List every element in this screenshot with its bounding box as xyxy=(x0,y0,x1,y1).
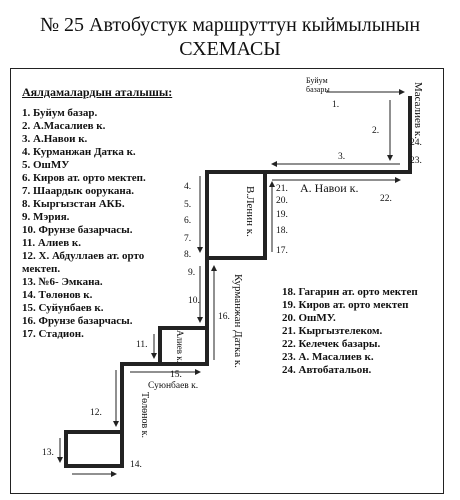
legend-item: 8. Кыргызстан АКБ. xyxy=(22,198,125,210)
legend-item: 15. Суйунбаев к. xyxy=(22,302,104,314)
street-navoi: А. Навои к. xyxy=(300,181,359,195)
legend-item: мектеп. xyxy=(22,263,61,275)
legend-item: 22. Келечек базары. xyxy=(282,338,381,350)
legend-item: 4. Курманжан Датка к. xyxy=(22,146,136,158)
stop-label: 12. xyxy=(90,408,102,418)
stop-label: 20. xyxy=(276,196,288,206)
stop-label: 23. xyxy=(410,156,422,166)
street-aliev: Алиев к. xyxy=(175,330,185,363)
stop-label: 17. xyxy=(276,246,288,256)
legend-item: 7. Шаардык ооруканa. xyxy=(22,185,135,197)
street-suyunbaev: Суюнбаев к. xyxy=(148,381,199,391)
stop-label: 21. xyxy=(276,184,288,194)
legend-item: 21. Кыргызтелеком. xyxy=(282,325,383,337)
stop-label: 2. xyxy=(372,126,380,136)
route-line-south xyxy=(64,362,160,468)
legend-item: 23. А. Масалиев к. xyxy=(282,351,374,363)
legend-item: 14. Төлөнов к. xyxy=(22,289,93,301)
label-market: Буйум базары xyxy=(306,76,330,94)
diagram-title-line1: № 25 Автобустук маршруттун кыймылынын xyxy=(39,14,421,36)
legend-item: 3. А.Навои к. xyxy=(22,133,88,145)
diagram-frame xyxy=(10,68,444,494)
diagram-title-line2: СХЕМАСЫ xyxy=(179,38,281,60)
street-tolonov: Төлөнов к. xyxy=(139,392,150,439)
stop-label: 3. xyxy=(338,152,346,162)
stop-label: 19. xyxy=(276,210,288,220)
legend-item: 13. №6- Эмкана. xyxy=(22,276,103,288)
stop-label: 11. xyxy=(136,340,148,350)
stop-label: 1. xyxy=(332,100,340,110)
stop-label: 13. xyxy=(42,448,54,458)
legend-item: 12. Х. Абдуллаев ат. орто xyxy=(22,250,145,262)
stop-label: 9. xyxy=(188,268,196,278)
legend-item: 11. Алиев к. xyxy=(22,237,82,249)
legend-item: 1. Буйум базар. xyxy=(22,107,98,119)
stop-label: 14. xyxy=(130,460,142,470)
legend-item: 9. Мэрия. xyxy=(22,211,70,223)
legend-item: 20. ОшМУ. xyxy=(282,312,336,324)
legend-item: 19. Киров ат. орто мектеп xyxy=(282,299,409,311)
stop-label: 22. xyxy=(380,194,392,204)
street-masaliev: Масалиев к. xyxy=(412,82,424,139)
stop-label: 16. xyxy=(218,312,230,322)
legend-item: 6. Киров ат. орто мектеп. xyxy=(22,172,146,184)
stop-label: 7. xyxy=(184,234,192,244)
legend-item: 2. А.Масалиев к. xyxy=(22,120,106,132)
legend-item: 18. Гагарин ат. орто мектеп xyxy=(282,286,418,298)
legend-heading: Аялдамалардын аталышы: xyxy=(22,85,173,99)
stop-label: 6. xyxy=(184,216,192,226)
route-line xyxy=(205,96,412,260)
street-kurmanjan: Курманжан Датка к. xyxy=(232,274,244,368)
legend-item: 5. ОшМУ xyxy=(22,159,70,171)
legend-item: 10. Фрунзе базарчасы. xyxy=(22,224,133,236)
stop-label: 18. xyxy=(276,226,288,236)
legend-item: 24. Автобатальон. xyxy=(282,364,372,376)
stop-label: 4. xyxy=(184,182,192,192)
stop-label: 5. xyxy=(184,200,192,210)
stop-label: 24. xyxy=(410,138,422,148)
stop-label: 15. xyxy=(170,370,182,380)
stop-label: 8. xyxy=(184,250,192,260)
stop-label: 10. xyxy=(188,296,200,306)
legend-item: 17. Стадион. xyxy=(22,328,84,340)
street-lenin: В.Ленин к. xyxy=(244,186,256,237)
legend-item: 16. Фрунзе базарчасы. xyxy=(22,315,133,327)
